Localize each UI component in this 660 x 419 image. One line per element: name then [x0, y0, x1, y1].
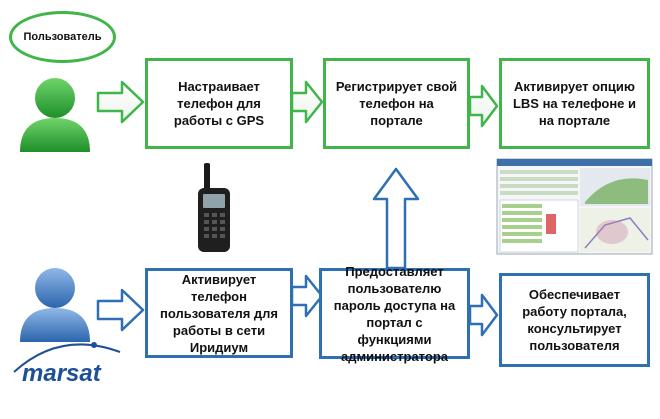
- portal-screenshot-icon: [496, 158, 653, 255]
- user-icon: [20, 78, 90, 152]
- satellite-phone-icon: [198, 163, 230, 252]
- step-provide-password-text: Предоставляет пользователю пароль доступ…: [333, 263, 456, 364]
- role-label-text: Пользователь: [23, 31, 102, 43]
- step-configure-gps: Настраивает телефон для работы с GPS: [145, 58, 293, 149]
- step-configure-gps-text: Настраивает телефон для работы с GPS: [173, 79, 265, 128]
- arrow-box2-to-box3: [468, 84, 499, 128]
- arrow-box4-to-box5: [290, 274, 324, 318]
- step-support-portal-text: Обеспечивает работу портала, консультиру…: [522, 287, 627, 353]
- logo-dot: [91, 342, 97, 348]
- step-activate-lbs: Активирует опцию LBS на телефоне и на по…: [499, 58, 650, 149]
- logo-text: marsat: [22, 360, 101, 387]
- step-provide-password: Предоставляет пользователю пароль доступ…: [319, 264, 470, 364]
- marsat-logo: marsat: [22, 360, 101, 388]
- step-support-portal: Обеспечивает работу портала, консультиру…: [499, 273, 650, 367]
- arrow-box5-to-box6: [468, 293, 499, 337]
- arrow-operator-to-box4: [96, 288, 145, 332]
- operator-icon: [20, 268, 90, 342]
- step-register-phone-text: Регистрирует свой телефон на портале: [335, 79, 458, 128]
- role-label-user: Пользователь: [9, 11, 116, 63]
- step-activate-iridium: Активирует телефон пользователя для рабо…: [145, 268, 293, 358]
- step-activate-iridium-text: Активирует телефон пользователя для рабо…: [160, 271, 278, 355]
- logo-swoosh: [13, 343, 121, 373]
- step-register-phone: Регистрирует свой телефон на портале: [323, 58, 470, 149]
- step-activate-lbs-text: Активирует опцию LBS на телефоне и на по…: [512, 79, 637, 128]
- arrow-box5-up-to-box2: [372, 167, 420, 270]
- arrow-user-to-box1: [96, 80, 145, 124]
- arrow-box1-to-box2: [290, 80, 324, 124]
